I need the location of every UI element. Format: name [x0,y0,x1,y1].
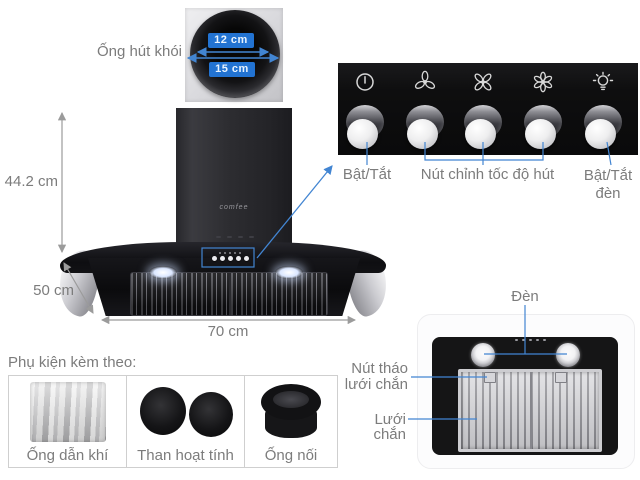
light-knob-label-line1: Bật/Tắt [583,167,633,184]
accessory-connector: Ống nối [244,376,337,467]
filter-release-label-line1: Nút tháo [351,360,408,377]
fan-speed-3-icon [533,71,553,93]
light-icon [592,71,614,91]
brand-logo: comfee [219,204,249,211]
hood-lamp-left [149,266,177,279]
control-panel-closeup [338,63,638,155]
bottom-view-lamp-left [471,343,495,367]
bottom-view-filter-mesh [458,369,602,452]
chimney-vents [216,236,254,238]
hood-grease-filter [130,272,328,316]
width-dimension-label: 70 cm [207,323,249,340]
power-knob-label: Bật/Tắt [342,166,392,183]
filter-release-button-left [484,372,496,383]
knob-speed-1 [403,105,447,152]
accessory-air-duct: Ống dẫn khí [9,376,126,467]
accessory-carbon-filter: Than hoạt tính [126,376,244,467]
carbon-filters-image [138,386,234,438]
hood-lamp-right [275,266,303,279]
knob-light [581,105,625,152]
accessory-label: Than hoạt tính [137,447,234,464]
depth-dimension-label: 50 cm [33,282,74,299]
connector-image [261,383,321,440]
duct-outer-diameter-badge: 15 cm [209,62,255,77]
lamp-callout-label: Đèn [511,288,539,305]
duct-label: Ống hút khói [96,43,182,60]
speed-knobs-label: Nút chỉnh tốc độ hút [420,166,555,183]
knob-speed-2 [461,105,505,152]
fan-speed-1-icon [414,70,436,89]
filter-release-callout-label: Nút tháo lưới chắn [341,361,408,393]
height-dimension-label: 44.2 cm [4,173,58,190]
knob-power [343,105,387,152]
accessory-label: Ống dẫn khí [26,447,109,464]
hood-control-buttons [207,252,253,261]
accessory-label: Ống nối [264,447,318,464]
filter-mesh-callout-label: Lưới chắn [373,411,406,443]
accessories-title: Phụ kiện kèm theo: [8,354,137,371]
filter-release-button-right [555,372,567,383]
bottom-view-vents [515,339,546,341]
duct-circle [190,10,280,98]
duct-inner-diameter-badge: 12 cm [208,33,254,48]
light-knob-label-line2: đèn [595,185,621,202]
hood-chimney [176,108,292,248]
light-knob-label: Bật/Tắt đèn [575,167,640,203]
bottom-view-lamp-right [556,343,580,367]
fan-speed-2-icon [474,73,492,91]
accessories-table: Ống dẫn khí Than hoạt tính Ống nối [8,375,338,468]
knob-speed-3 [521,105,565,152]
power-icon [356,73,374,91]
air-duct-image [29,381,106,442]
filter-release-label-line2: lưới chắn [344,376,408,393]
